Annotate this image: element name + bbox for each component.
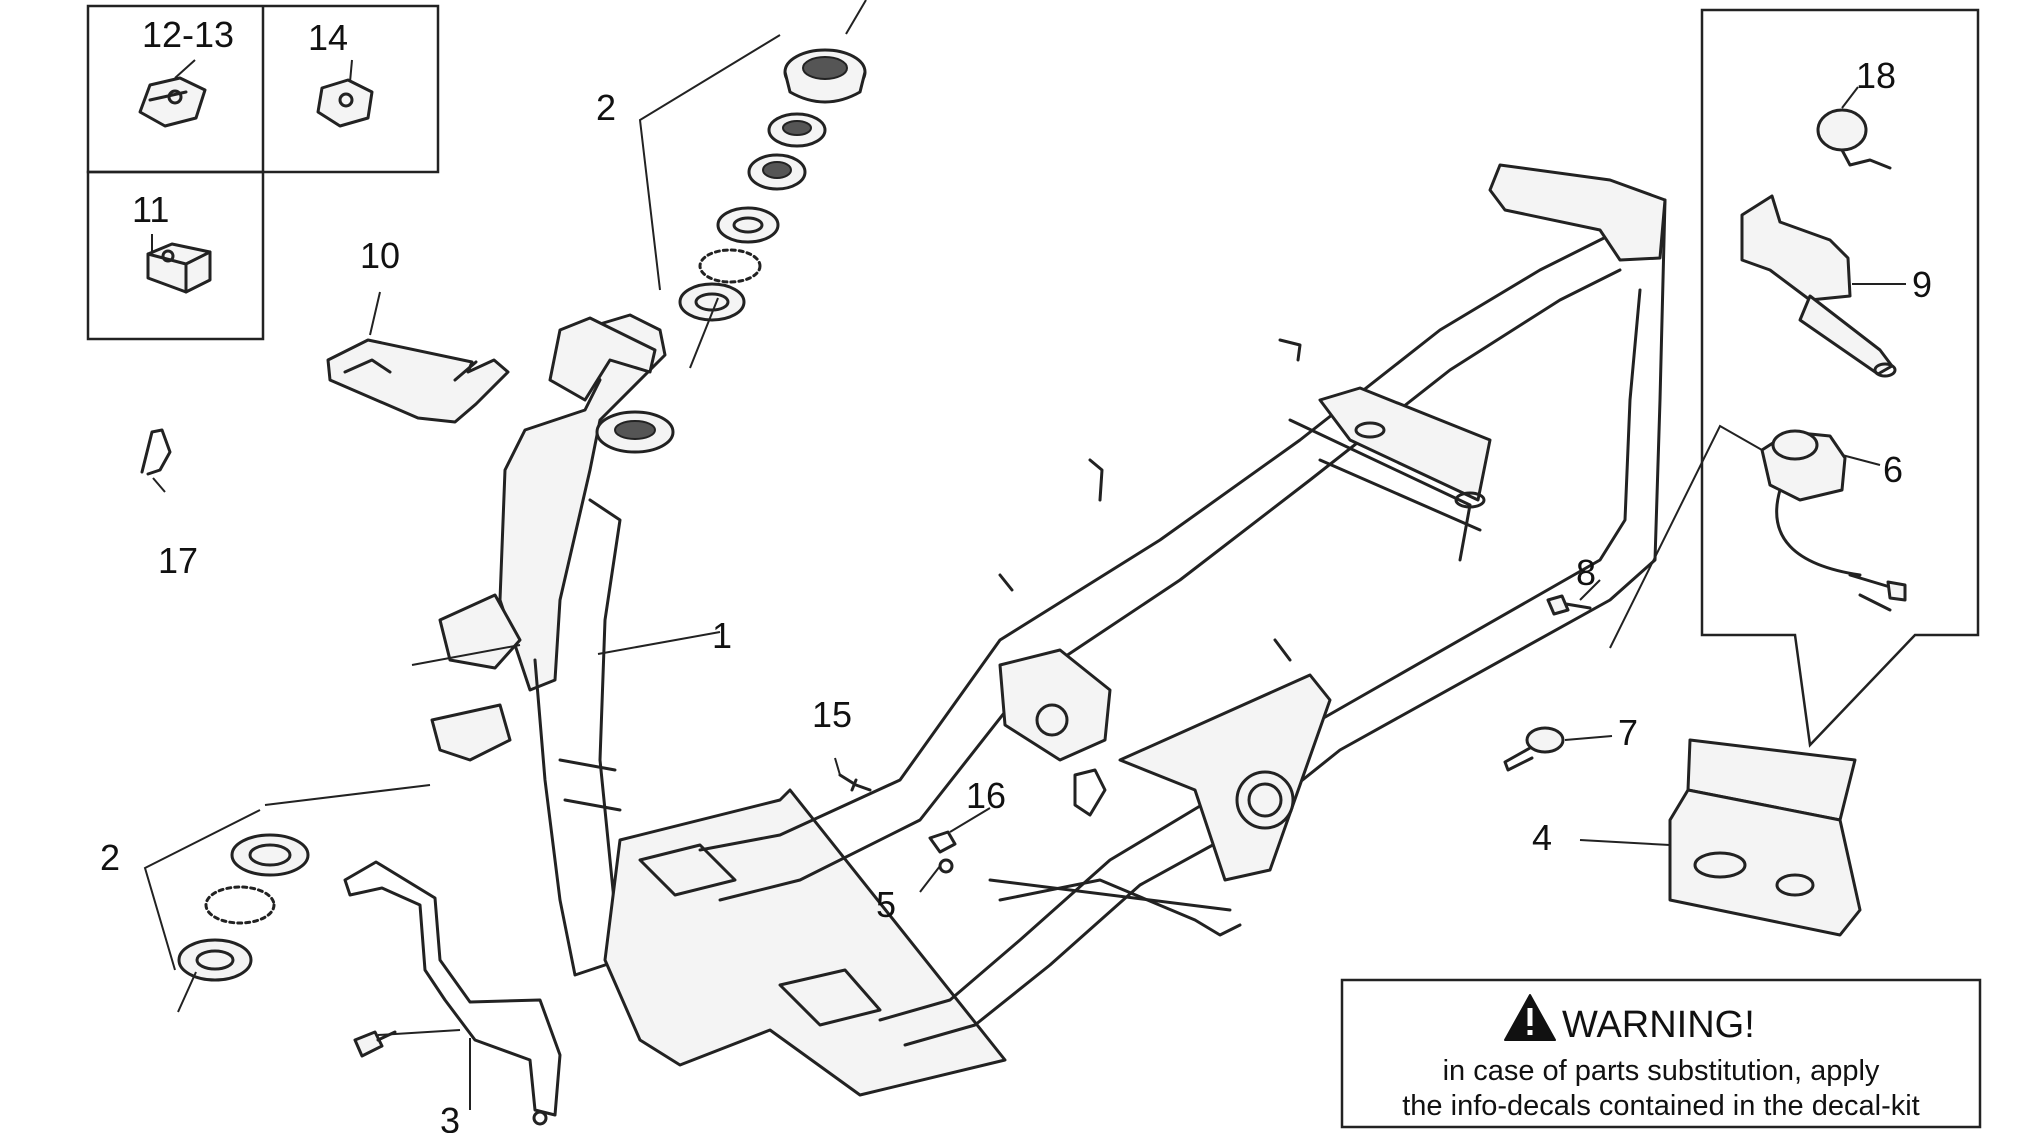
callout-2-top: 2 xyxy=(596,87,616,128)
clip-17-part xyxy=(140,428,172,476)
steering-bearing-stack-top xyxy=(678,48,867,322)
clip-16-5-parts xyxy=(928,830,957,874)
steering-bearing-stack-bottom xyxy=(177,833,310,982)
side-bracket-3-part xyxy=(343,860,562,1126)
leader-lines xyxy=(143,0,1906,1110)
callout-15: 15 xyxy=(812,694,852,735)
callout-16: 16 xyxy=(966,775,1006,816)
callout-5: 5 xyxy=(876,884,896,925)
callout-4: 4 xyxy=(1532,817,1552,858)
ignition-lock-6-part xyxy=(1760,429,1907,612)
warning-line-2: the info-decals contained in the decal-k… xyxy=(1402,1090,1919,1122)
callout-18: 18 xyxy=(1856,55,1896,96)
plug-18-part xyxy=(1816,108,1892,170)
callout-2-bottom: 2 xyxy=(100,837,120,878)
decal-kit-4-part xyxy=(1668,738,1862,937)
callout-11: 11 xyxy=(132,189,169,230)
callout-3: 3 xyxy=(440,1100,460,1133)
warning-notice: WARNING! in case of parts substitution, … xyxy=(1340,978,1982,1129)
bolt-part xyxy=(353,1030,397,1058)
callout-8: 8 xyxy=(1576,552,1596,593)
callout-17: 17 xyxy=(158,540,198,581)
callout-9: 9 xyxy=(1912,264,1932,305)
nut-clip-11-part xyxy=(146,242,212,294)
warning-title: WARNING! xyxy=(1562,1004,1755,1046)
inset-lock-box xyxy=(1700,8,1980,748)
callout-12-13: 12-13 xyxy=(142,14,234,55)
bracket-10-part xyxy=(326,338,510,424)
lock-bracket-9-part xyxy=(1740,194,1897,378)
clip-12-13-part xyxy=(138,76,207,128)
screw-8-part xyxy=(1546,594,1592,616)
main-frame-part xyxy=(430,163,1667,1097)
callout-1: 1 xyxy=(712,615,732,656)
inset-clips-box xyxy=(86,4,440,341)
callout-7: 7 xyxy=(1618,712,1638,753)
clip-14-part xyxy=(316,78,374,128)
callout-14: 14 xyxy=(308,17,348,58)
warning-line-1: in case of parts substitution, apply xyxy=(1443,1055,1880,1087)
callout-labels: 12-13 14 11 10 17 2 1 2 3 15 16 5 8 7 4 … xyxy=(100,14,1932,1133)
screw-15-part xyxy=(838,773,872,792)
callout-6: 6 xyxy=(1883,449,1903,490)
callout-10: 10 xyxy=(360,235,400,276)
key-7-part xyxy=(1503,726,1565,772)
